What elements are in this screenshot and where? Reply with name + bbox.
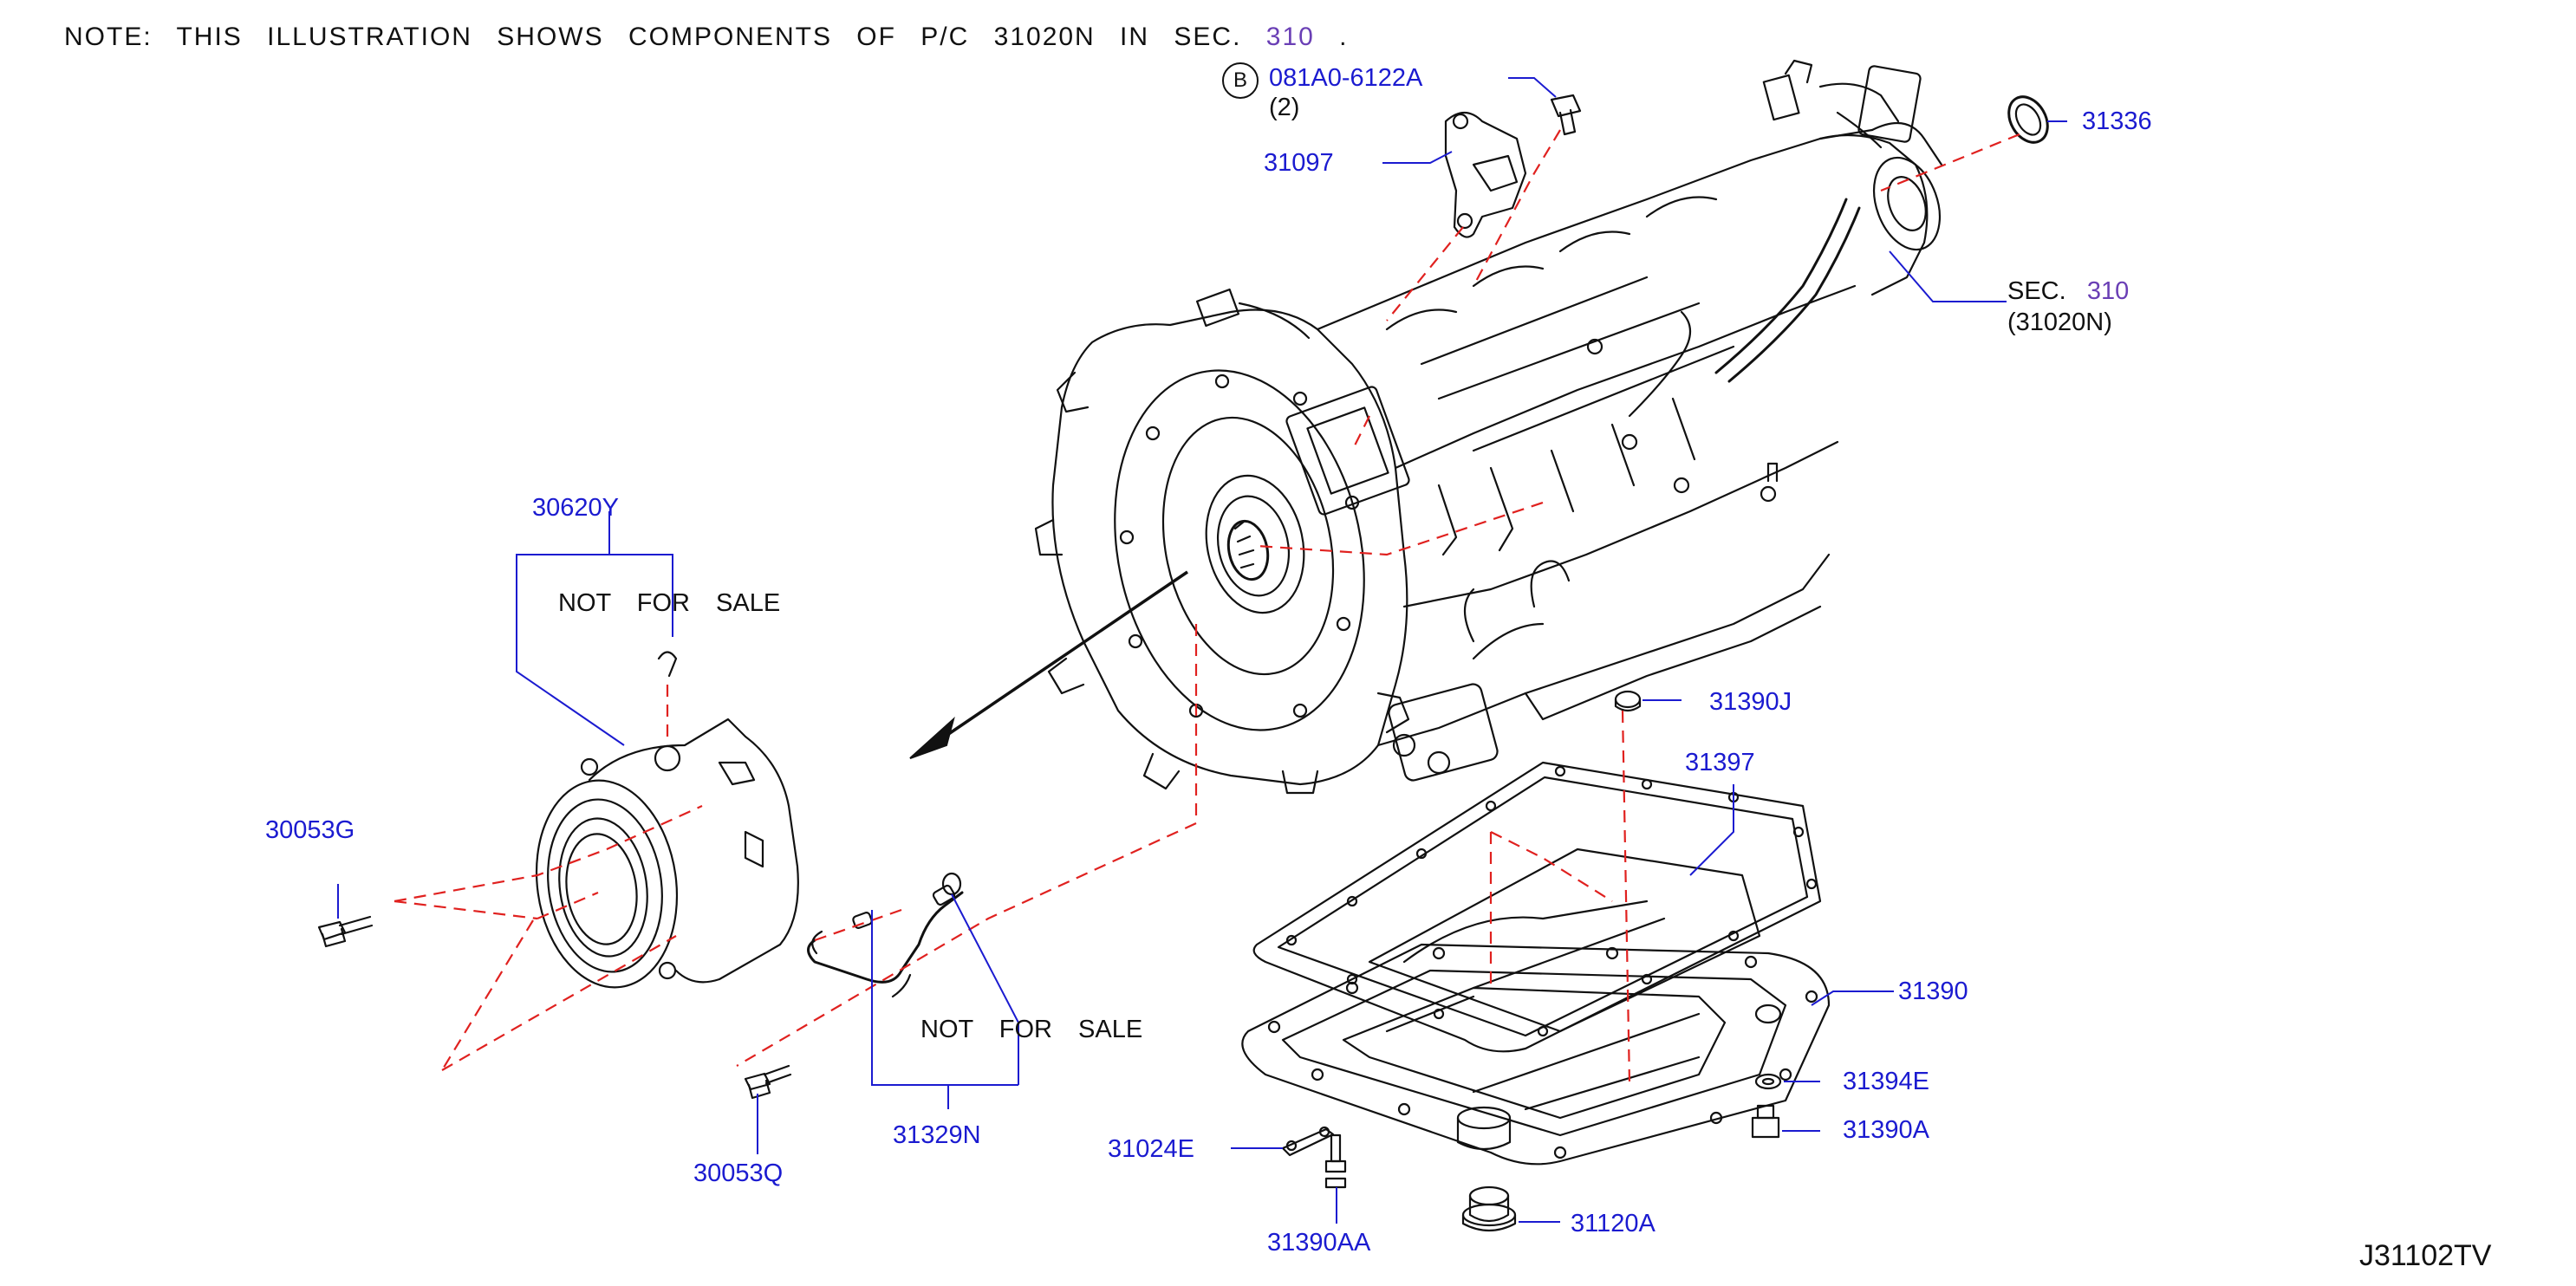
part-31390aa[interactable]: 31390AA bbox=[1267, 1229, 1371, 1257]
bracket-31024e bbox=[1281, 1126, 1335, 1157]
part-31329n[interactable]: 31329N bbox=[893, 1121, 981, 1149]
part-31394e[interactable]: 31394E bbox=[1843, 1068, 1929, 1095]
illustration-note: NOTE: THIS ILLUSTRATION SHOWS COMPONENTS… bbox=[64, 23, 1349, 52]
drain-plug-31390a bbox=[1751, 1104, 1780, 1139]
part-30053q[interactable]: 30053Q bbox=[693, 1159, 784, 1187]
part-31336[interactable]: 31336 bbox=[2082, 107, 2152, 135]
figure-id: J31102TV bbox=[2359, 1239, 2492, 1272]
not-for-sale-label-2: NOT FOR SALE bbox=[920, 1016, 1143, 1043]
torque-converter-30620y bbox=[535, 651, 799, 989]
part-081a0-6122a[interactable]: 081A0-6122A bbox=[1269, 64, 1423, 92]
part-30053g[interactable]: 30053G bbox=[265, 816, 355, 844]
part-30620y[interactable]: 30620Y bbox=[532, 494, 619, 522]
removal-arrow bbox=[909, 570, 1188, 759]
washer-31390j bbox=[1614, 690, 1642, 712]
bolt-30053g bbox=[317, 915, 374, 948]
note-section-link[interactable]: 310 bbox=[1265, 23, 1315, 51]
note-period: . bbox=[1339, 23, 1349, 51]
dashed-guide-lines bbox=[394, 129, 2020, 1084]
leader-lines bbox=[337, 77, 2067, 1224]
bolt-marker-b: B bbox=[1222, 62, 1259, 99]
sec-label: SEC. 310 bbox=[2007, 279, 2129, 304]
bolt-quantity: (2) bbox=[1269, 94, 1300, 121]
transmission-assembly bbox=[1034, 59, 1943, 795]
bolt-081a0-6122a bbox=[1550, 94, 1582, 136]
part-31120a[interactable]: 31120A bbox=[1571, 1210, 1656, 1237]
part-31397[interactable]: 31397 bbox=[1685, 749, 1755, 776]
oil-seal-31336 bbox=[2007, 95, 2049, 144]
sec-label-text: SEC. bbox=[2007, 277, 2066, 305]
filler-plug-31120a bbox=[1461, 1185, 1517, 1232]
note-text: NOTE: THIS ILLUSTRATION SHOWS COMPONENTS… bbox=[64, 23, 1242, 51]
pan-plug-upper bbox=[1456, 1106, 1512, 1151]
gasket-31397 bbox=[1252, 761, 1822, 1053]
part-31390j[interactable]: 31390J bbox=[1709, 688, 1792, 716]
bolt-31390aa bbox=[1324, 1133, 1347, 1189]
bolt-30053q bbox=[744, 1064, 792, 1100]
bracket-31097 bbox=[1444, 111, 1527, 238]
not-for-sale-label-1: NOT FOR SALE bbox=[558, 589, 781, 617]
part-31390[interactable]: 31390 bbox=[1898, 977, 1968, 1005]
part-31097[interactable]: 31097 bbox=[1264, 149, 1334, 177]
sec-part-code: (31020N) bbox=[2007, 309, 2112, 336]
sec-310-link[interactable]: 310 bbox=[2086, 277, 2130, 305]
part-31024e[interactable]: 31024E bbox=[1108, 1135, 1194, 1163]
part-31390a[interactable]: 31390A bbox=[1843, 1116, 1929, 1144]
washer-31394e bbox=[1754, 1073, 1782, 1090]
